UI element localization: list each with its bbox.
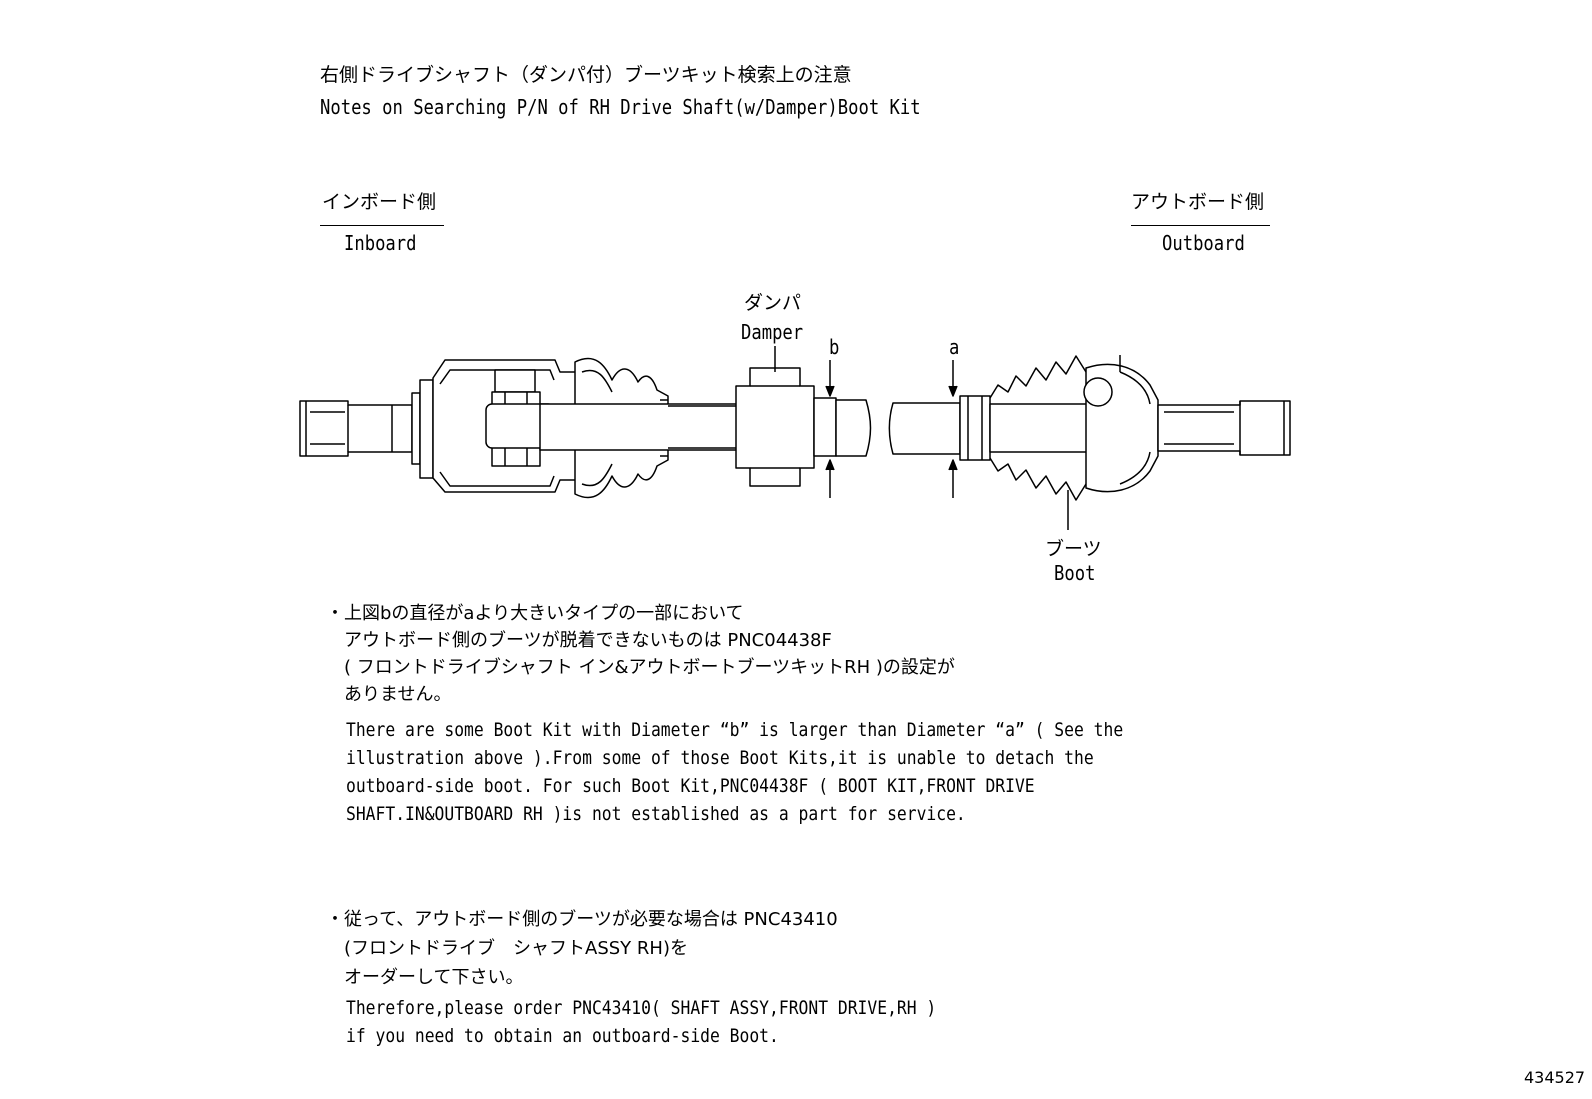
note1-jp-line-1: 上図bの直径がaより大きいタイプの一部において — [344, 603, 744, 624]
boot-label-jp: ブーツ — [1045, 538, 1102, 560]
note1-jp: ・ 上図bの直径がaより大きいタイプの一部において アウトボード側のブーツが脱着… — [326, 600, 955, 708]
inboard-underline — [320, 225, 444, 226]
outboard-label-en: Outboard — [1162, 231, 1245, 255]
note1-en: There are some Boot Kit with Diameter “b… — [346, 716, 1123, 828]
title-en: Notes on Searching P/N of RH Drive Shaft… — [320, 95, 921, 119]
section-b — [813, 360, 872, 498]
outboard-shaft — [888, 360, 1101, 498]
note2-jp-line-3: オーダーして下さい。 — [344, 967, 524, 988]
b-label: b — [829, 335, 840, 359]
a-label: a — [949, 335, 960, 359]
note2-en: Therefore,please order PNC43410( SHAFT A… — [346, 994, 936, 1050]
inboard-joint-housing — [432, 359, 583, 493]
note1-jp-line-3: ( フロントドライブシャフト イン&アウトボートブーツキットRH )の設定が — [344, 657, 955, 678]
note2-jp-line-2: (フロントドライブ シャフトASSY RH)を — [344, 938, 688, 959]
note2-jp-line-1: 従って、アウトボード側のブーツが必要な場合は PNC43410 — [344, 909, 838, 930]
inboard-shaft — [539, 403, 751, 451]
note1-en-line-1: There are some Boot Kit with Diameter “b… — [346, 719, 1124, 741]
outboard-boot — [989, 355, 1087, 530]
inboard-label-en: Inboard — [344, 231, 417, 255]
note1-en-line-4: SHAFT.IN&OUTBOARD RH )is not established… — [346, 803, 966, 825]
outboard-joint — [1083, 355, 1159, 493]
figure-number: 434527 — [1524, 1068, 1586, 1087]
damper — [735, 346, 815, 487]
inboard-label-jp: インボード側 — [322, 191, 437, 213]
inboard-stub-shaft — [299, 379, 434, 479]
note1-bullet: ・ — [326, 603, 344, 624]
note2-jp: ・ 従って、アウトボード側のブーツが必要な場合は PNC43410 (フロントド… — [326, 905, 838, 992]
outboard-stub-shaft — [1157, 400, 1291, 456]
note2-en-line-2: if you need to obtain an outboard-side B… — [346, 1025, 779, 1047]
damper-label-jp: ダンパ — [744, 292, 802, 314]
boot-label-en: Boot — [1054, 561, 1096, 585]
note1-jp-line-4: ありません。 — [344, 684, 452, 705]
outboard-underline — [1131, 225, 1270, 226]
title-jp: 右側ドライブシャフト（ダンパ付）ブーツキット検索上の注意 — [320, 64, 852, 86]
outboard-label-jp: アウトボード側 — [1131, 191, 1265, 213]
note1-en-line-2: illustration above ).From some of those … — [346, 747, 1094, 769]
note1-en-line-3: outboard-side boot. For such Boot Kit,PN… — [346, 775, 1035, 797]
damper-label-en: Damper — [741, 320, 804, 344]
note2-bullet: ・ — [326, 909, 344, 930]
note2-en-line-1: Therefore,please order PNC43410( SHAFT A… — [346, 997, 937, 1019]
note1-jp-line-2: アウトボード側のブーツが脱着できないものは PNC04438F — [344, 630, 832, 651]
